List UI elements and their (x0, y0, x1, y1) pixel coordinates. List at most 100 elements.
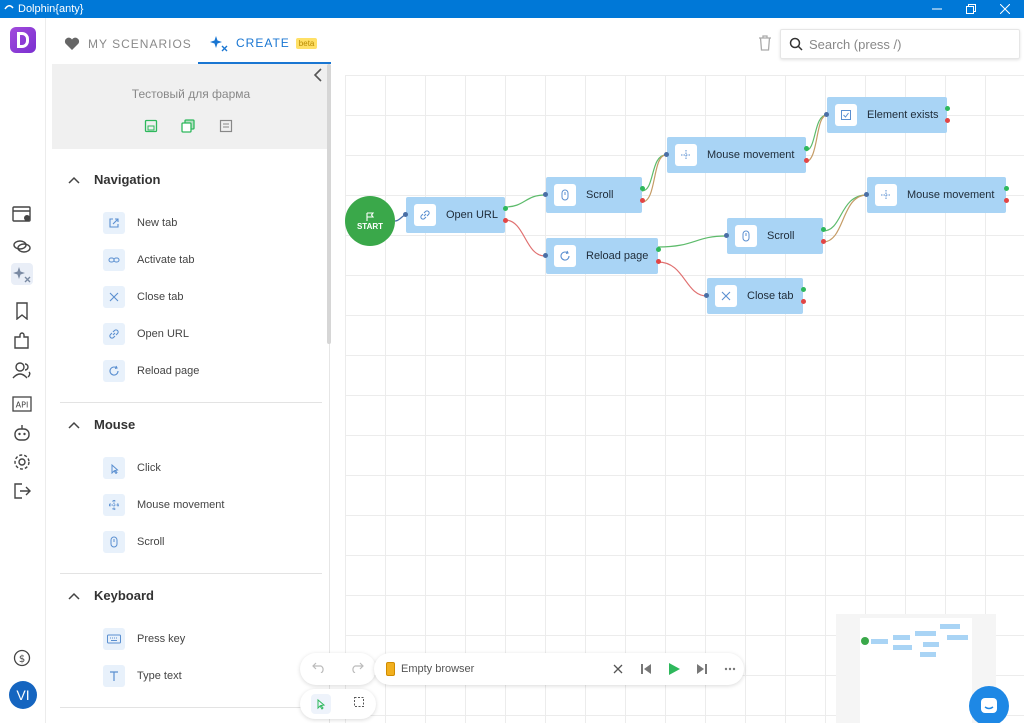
input-port[interactable] (704, 293, 709, 298)
action-type-text[interactable]: Type text (103, 665, 182, 687)
action-activate-tab[interactable]: Activate tab (103, 249, 194, 271)
user-avatar[interactable]: VI (9, 681, 37, 709)
node-close-tab[interactable]: Close tab (704, 278, 806, 314)
action-open-url[interactable]: Open URL (103, 323, 189, 345)
text-icon (110, 671, 118, 681)
section-navigation[interactable]: Navigation (68, 172, 160, 187)
input-port[interactable] (664, 152, 669, 157)
success-port[interactable] (503, 206, 508, 211)
node-reload-page[interactable]: Reload page (543, 238, 661, 274)
dollar-icon: $ (13, 649, 31, 667)
rail-proxies[interactable] (11, 235, 33, 257)
error-port[interactable] (1004, 198, 1009, 203)
step-forward-button[interactable] (688, 663, 716, 675)
action-close-tab[interactable]: Close tab (103, 286, 183, 308)
pointer-tool-button[interactable] (311, 694, 331, 714)
error-port[interactable] (640, 198, 645, 203)
action-scroll[interactable]: Scroll (103, 531, 165, 553)
tab-create[interactable]: CREATE beta (198, 24, 332, 64)
wire-scroll2-mm2-err (822, 194, 868, 243)
svg-text:$: $ (19, 654, 25, 665)
section-keyboard[interactable]: Keyboard (68, 588, 154, 603)
scenario-details-button[interactable] (219, 119, 233, 133)
input-port[interactable] (864, 192, 869, 197)
section-mouse[interactable]: Mouse (68, 417, 135, 432)
actions-panel: Тестовый для фарма Navigation New tab Ac… (52, 64, 330, 723)
error-port[interactable] (801, 299, 806, 304)
run-button[interactable] (660, 662, 688, 676)
close-window-button[interactable] (988, 0, 1022, 18)
tab-my-scenarios[interactable]: MY SCENARIOS (64, 24, 192, 64)
success-port[interactable] (1004, 186, 1009, 191)
error-port[interactable] (656, 259, 661, 264)
rail-logout[interactable] (11, 480, 33, 502)
rail-users[interactable] (11, 359, 33, 381)
success-port[interactable] (640, 186, 645, 191)
box-select-tool-button[interactable] (353, 695, 365, 713)
action-press-key[interactable]: Press key (103, 628, 185, 650)
start-node[interactable]: START (345, 196, 395, 246)
success-port[interactable] (821, 227, 826, 232)
wire-openurl-scroll1 (504, 194, 546, 208)
support-chat-button[interactable] (969, 686, 1009, 723)
success-port[interactable] (801, 287, 806, 292)
rail-api[interactable]: API (11, 393, 33, 415)
input-port[interactable] (403, 212, 408, 217)
error-port[interactable] (821, 239, 826, 244)
action-mouse-movement[interactable]: Mouse movement (103, 494, 224, 516)
search-box[interactable] (780, 29, 1020, 59)
sparkle-icon (210, 36, 228, 52)
node-scroll-2[interactable]: Scroll (724, 218, 826, 254)
action-label: Close tab (137, 291, 184, 303)
rail-extensions[interactable] (11, 330, 33, 352)
action-click[interactable]: Click (103, 457, 161, 479)
skip-back-icon (641, 664, 652, 674)
input-port[interactable] (824, 112, 829, 117)
rail-billing[interactable]: $ (11, 647, 33, 669)
collapse-panel-button[interactable] (312, 68, 324, 87)
save-scenario-button[interactable] (144, 119, 158, 133)
node-scroll[interactable]: Scroll (543, 177, 645, 213)
browser-select[interactable]: Empty browser (400, 663, 475, 675)
search-icon (789, 37, 803, 51)
delete-button[interactable] (758, 35, 772, 56)
robot-icon (14, 425, 30, 441)
node-mouse-movement-2[interactable]: Mouse movement (864, 177, 1009, 213)
action-reload-page[interactable]: Reload page (103, 360, 199, 382)
success-port[interactable] (945, 106, 950, 111)
minimize-button[interactable] (920, 0, 954, 18)
success-port[interactable] (656, 247, 661, 252)
step-back-button[interactable] (632, 663, 660, 675)
minimap-viewport (860, 618, 972, 723)
action-new-tab[interactable]: New tab (103, 212, 177, 234)
undo-button[interactable] (312, 660, 326, 678)
rail-browsers[interactable] (11, 203, 33, 225)
node-mouse-movement[interactable]: Mouse movement (664, 137, 809, 173)
node-element-exists[interactable]: Element exists (824, 97, 950, 133)
redo-button[interactable] (350, 660, 364, 678)
clear-browser-button[interactable] (604, 664, 632, 674)
input-port[interactable] (543, 253, 548, 258)
dolphin-logo[interactable] (10, 27, 36, 53)
rail-bookmarks[interactable] (11, 300, 33, 322)
wire-scroll1-mm1 (641, 154, 667, 192)
rail-bot[interactable] (11, 422, 33, 444)
logout-icon (14, 483, 31, 499)
node-open-url[interactable]: Open URL (403, 197, 508, 233)
wire-mm1-element-err (804, 114, 828, 163)
input-port[interactable] (724, 233, 729, 238)
error-port[interactable] (945, 118, 950, 123)
restore-button[interactable] (954, 0, 988, 18)
error-port[interactable] (503, 218, 508, 223)
duplicate-scenario-button[interactable] (181, 119, 195, 133)
checkbox-icon (841, 110, 851, 120)
panel-scrollbar[interactable] (327, 64, 331, 344)
input-port[interactable] (543, 192, 548, 197)
rail-settings[interactable] (11, 451, 33, 473)
search-input[interactable] (809, 36, 1009, 52)
rail-automation[interactable] (11, 263, 33, 285)
success-port[interactable] (804, 146, 809, 151)
error-port[interactable] (804, 158, 809, 163)
more-button[interactable] (716, 667, 744, 671)
top-tabs: MY SCENARIOS CREATE beta (52, 24, 332, 64)
